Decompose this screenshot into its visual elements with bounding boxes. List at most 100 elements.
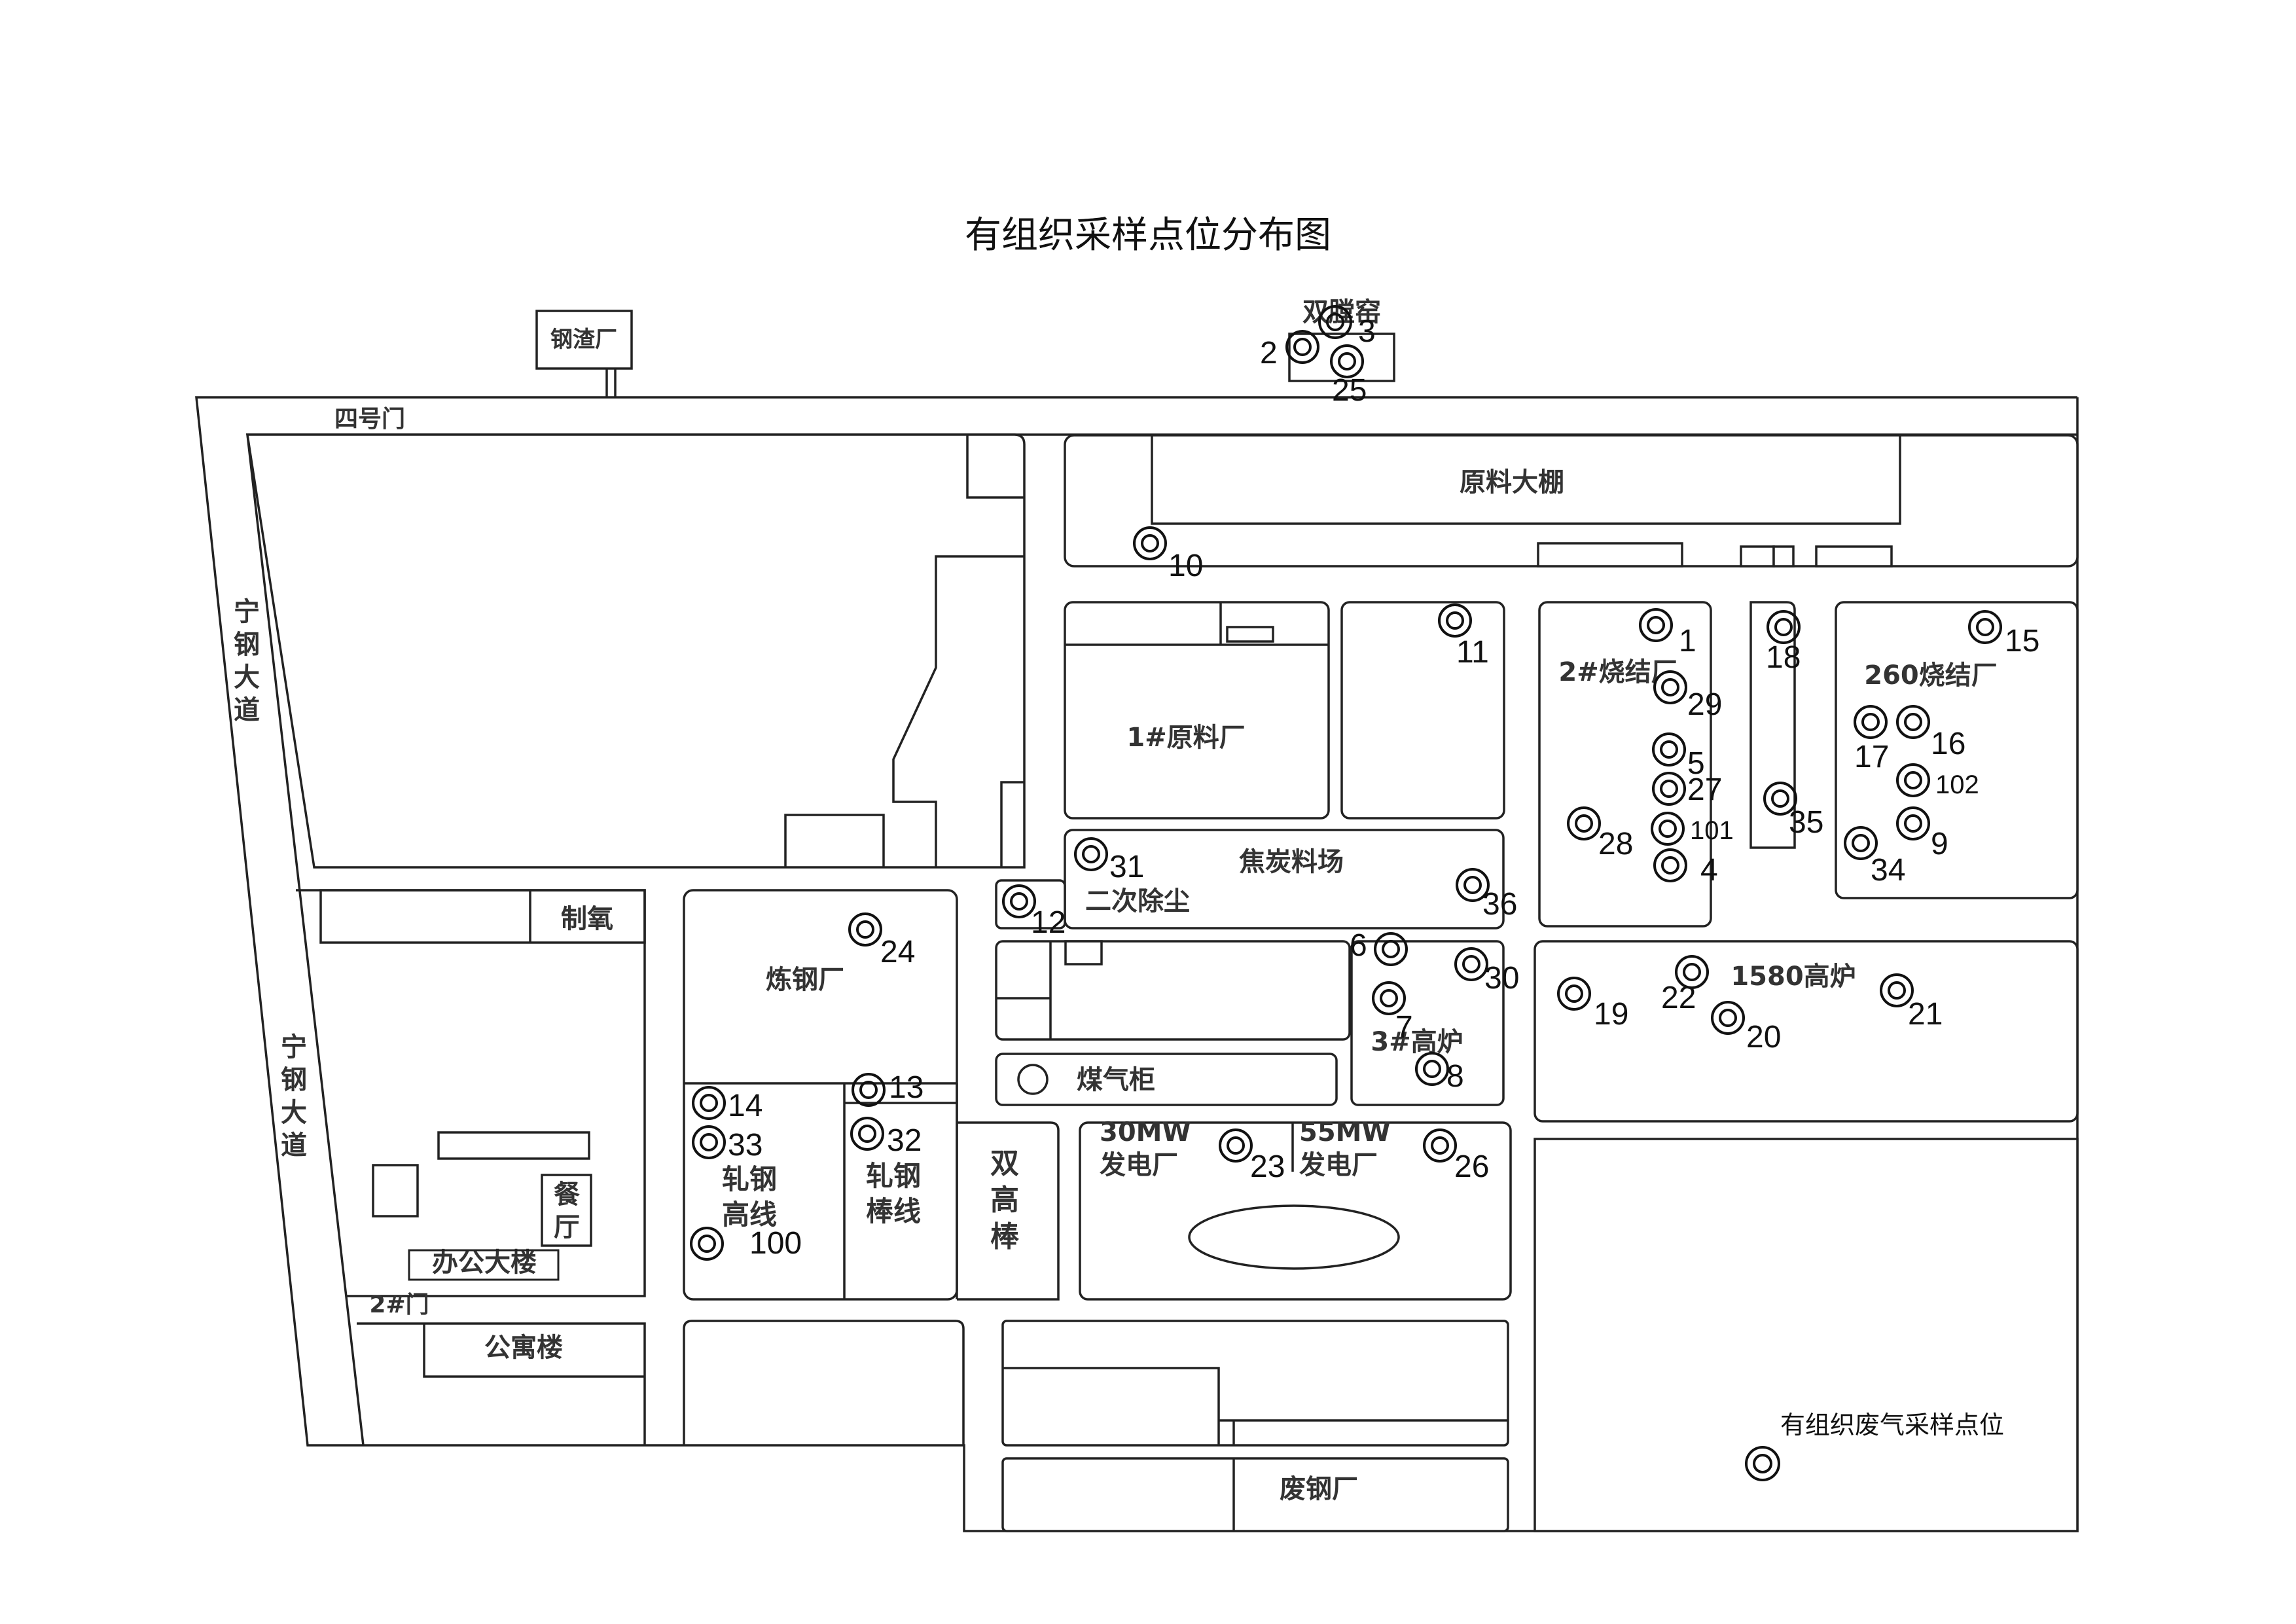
sampling-point-8[interactable]: 8 xyxy=(1415,1052,1464,1094)
sampling-point-icon xyxy=(1854,705,1888,739)
sampling-point-label: 29 xyxy=(1687,687,1722,722)
sampling-point-102[interactable]: 102 xyxy=(1896,763,1979,799)
sampling-point-icon xyxy=(1652,732,1686,767)
sampling-point-label: 100 xyxy=(749,1226,802,1261)
scrap-plant xyxy=(1001,1457,1509,1532)
sampling-point-100[interactable]: 100 xyxy=(690,1226,802,1261)
label-steelmaking: 炼钢厂 xyxy=(766,965,844,995)
sampling-point-3[interactable]: 3 xyxy=(1318,305,1376,349)
sampling-point-icon xyxy=(1896,806,1930,840)
sampling-point-27[interactable]: 27 xyxy=(1652,772,1722,807)
sampling-point-label: 15 xyxy=(2005,624,2039,659)
sampling-point-icon xyxy=(692,1125,726,1159)
label-canteen: 餐厅 xyxy=(554,1180,580,1242)
sampling-point-icon xyxy=(1557,977,1591,1011)
label-secondary-dust: 二次除尘 xyxy=(1085,886,1190,916)
sampling-point-11[interactable]: 11 xyxy=(1438,604,1489,670)
label-gate-2: 2#门 xyxy=(369,1291,429,1318)
label-apartment: 公寓楼 xyxy=(484,1333,563,1363)
sampling-point-icon xyxy=(1767,610,1801,644)
sampling-point-label: 101 xyxy=(1690,816,1734,845)
sampling-point-label: 7 xyxy=(1395,1010,1413,1045)
label-sinter-2: 2#烧结厂 xyxy=(1558,657,1677,687)
sampling-point-26[interactable]: 26 xyxy=(1423,1128,1489,1184)
sampling-point-22[interactable]: 22 xyxy=(1661,955,1709,1015)
sampling-point-101[interactable]: 101 xyxy=(1651,812,1734,846)
sampling-point-icon xyxy=(850,1117,884,1151)
blast-furnace-3 xyxy=(1350,940,1505,1106)
label-steel-slag: 钢渣厂 xyxy=(550,327,617,353)
sampling-point-label: 25 xyxy=(1332,373,1367,408)
sampling-point-label: 22 xyxy=(1661,981,1696,1015)
sampling-point-label: 13 xyxy=(889,1070,924,1105)
sampling-point-label: 35 xyxy=(1789,805,1823,840)
map-title: 有组织采样点位分布图 xyxy=(965,214,1331,257)
label-sinter-260: 260烧结厂 xyxy=(1864,660,1998,691)
sampling-point-label: 20 xyxy=(1746,1020,1781,1055)
sampling-point-label: 1 xyxy=(1679,624,1696,659)
label-bf-3: 3#高炉 xyxy=(1371,1027,1463,1057)
sampling-point-10[interactable]: 10 xyxy=(1133,526,1203,583)
sampling-point-icon xyxy=(1653,670,1687,704)
sampling-point-icon xyxy=(848,912,882,947)
sampling-point-icon xyxy=(1374,932,1408,966)
sampling-point-17[interactable]: 17 xyxy=(1854,705,1889,774)
sampling-point-icon xyxy=(1567,806,1601,840)
sampling-point-label: 16 xyxy=(1931,727,1965,761)
sampling-point-icon xyxy=(1438,604,1472,638)
sampling-point-label: 30 xyxy=(1484,961,1519,996)
label-office: 办公大楼 xyxy=(432,1248,537,1278)
sampling-point-30[interactable]: 30 xyxy=(1454,947,1519,996)
sampling-point-13[interactable]: 13 xyxy=(852,1070,924,1107)
sampling-point-6[interactable]: 6 xyxy=(1350,928,1408,966)
sampling-point-label: 21 xyxy=(1908,997,1943,1032)
canteen xyxy=(541,1174,592,1247)
label-scrap: 废钢厂 xyxy=(1280,1474,1358,1504)
sampling-point-icon xyxy=(1651,812,1685,846)
sampling-point-label: 2 xyxy=(1260,336,1278,370)
sampling-point-31[interactable]: 31 xyxy=(1074,837,1144,884)
sampling-point-12[interactable]: 12 xyxy=(1002,884,1066,940)
sampling-point-icon xyxy=(1285,330,1319,364)
sampling-point-14[interactable]: 14 xyxy=(692,1086,762,1123)
sampling-point-label: 14 xyxy=(728,1089,762,1123)
sampling-point-19[interactable]: 19 xyxy=(1557,977,1628,1032)
sampling-point-icon xyxy=(1653,848,1687,882)
sampling-point-20[interactable]: 20 xyxy=(1711,1001,1781,1055)
sampling-point-2[interactable]: 2 xyxy=(1260,330,1319,370)
sampling-point-35[interactable]: 35 xyxy=(1763,782,1823,840)
steel-slag-plant xyxy=(535,310,633,370)
raw-plant-1 xyxy=(1064,601,1330,820)
sampling-point-4[interactable]: 4 xyxy=(1653,848,1718,888)
sampling-point-23[interactable]: 23 xyxy=(1219,1128,1285,1184)
gas-holder xyxy=(995,1053,1338,1106)
sampling-point-16[interactable]: 16 xyxy=(1896,705,1965,761)
sampling-point-28[interactable]: 28 xyxy=(1567,806,1633,861)
sampling-point-18[interactable]: 18 xyxy=(1766,610,1801,675)
sampling-point-9[interactable]: 9 xyxy=(1896,806,1948,861)
sampling-point-1[interactable]: 1 xyxy=(1639,608,1696,659)
power-plants xyxy=(1079,1121,1512,1301)
sampling-point-15[interactable]: 15 xyxy=(1968,610,2039,659)
sampling-point-label: 4 xyxy=(1700,853,1718,888)
sampling-point-34[interactable]: 34 xyxy=(1844,826,1905,888)
sampling-point-5[interactable]: 5 xyxy=(1652,732,1705,781)
sampling-point-25[interactable]: 25 xyxy=(1330,344,1367,408)
sampling-point-29[interactable]: 29 xyxy=(1653,670,1722,722)
sampling-point-36[interactable]: 36 xyxy=(1456,868,1517,922)
sampling-point-icon xyxy=(1318,305,1352,339)
sampling-point-33[interactable]: 33 xyxy=(692,1125,762,1163)
sampling-point-label: 28 xyxy=(1598,827,1633,861)
sampling-point-7[interactable]: 7 xyxy=(1372,981,1413,1045)
sampling-point-24[interactable]: 24 xyxy=(848,912,915,969)
sampling-point-icon xyxy=(1133,526,1167,560)
sampling-point-label: 5 xyxy=(1687,746,1705,781)
sampling-point-21[interactable]: 21 xyxy=(1880,973,1943,1032)
sampling-point-icon xyxy=(1330,344,1364,378)
sampling-point-32[interactable]: 32 xyxy=(850,1117,922,1158)
sampling-point-icon xyxy=(1415,1052,1449,1086)
sampling-point-label: 31 xyxy=(1109,850,1144,884)
sampling-point-icon xyxy=(1763,782,1797,816)
